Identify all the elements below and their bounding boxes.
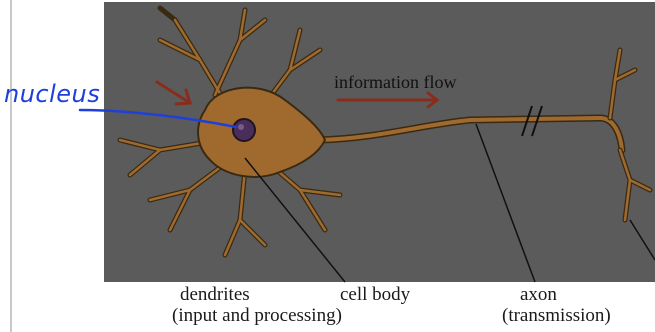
axon-label: axon	[520, 284, 557, 306]
dendrites-label: dendrites	[180, 284, 250, 306]
information-flow-label: information flow	[334, 72, 456, 93]
nucleus-shape	[233, 119, 255, 141]
diagram-background	[104, 2, 655, 282]
axon-sublabel: (transmission)	[502, 305, 611, 327]
nucleus-annotation: nucleus	[4, 80, 100, 108]
cell-body-label: cell body	[340, 284, 410, 306]
dendrites-sublabel: (input and processing)	[172, 305, 342, 327]
